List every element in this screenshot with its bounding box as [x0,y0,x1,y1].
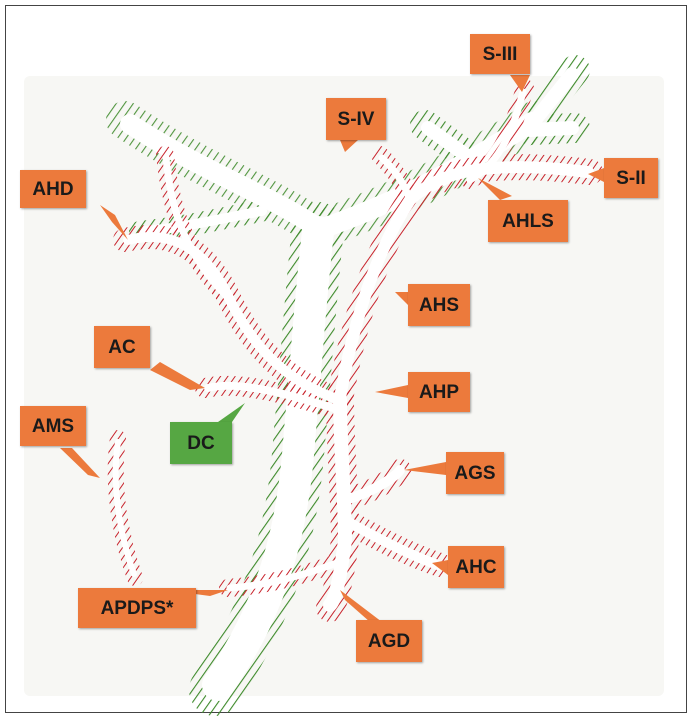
label-ahd: AHD [20,170,86,208]
label-s2: S-II [604,158,658,198]
pointer-ac [150,362,205,390]
label-apdps: APDPS* [78,588,196,628]
label-dc: DC [170,422,232,464]
label-ahls: AHLS [488,200,568,242]
label-ahp: AHP [408,372,470,412]
pointer-ahd [100,205,128,240]
label-s4: S-IV [326,98,386,140]
label-agd: AGD [356,620,422,662]
label-ahs: AHS [408,284,470,326]
pointer-ahs [395,292,408,305]
pointer-ams [60,448,100,478]
label-ams: AMS [20,406,86,446]
pointer-ahls [478,178,512,200]
label-s3: S-III [470,34,530,74]
label-ahc: AHC [448,546,504,588]
pointer-ahp [375,385,408,398]
pointer-s4 [340,140,358,152]
label-ags: AGS [446,452,504,494]
label-ac: AC [94,326,150,368]
pointer-dc [218,403,245,422]
